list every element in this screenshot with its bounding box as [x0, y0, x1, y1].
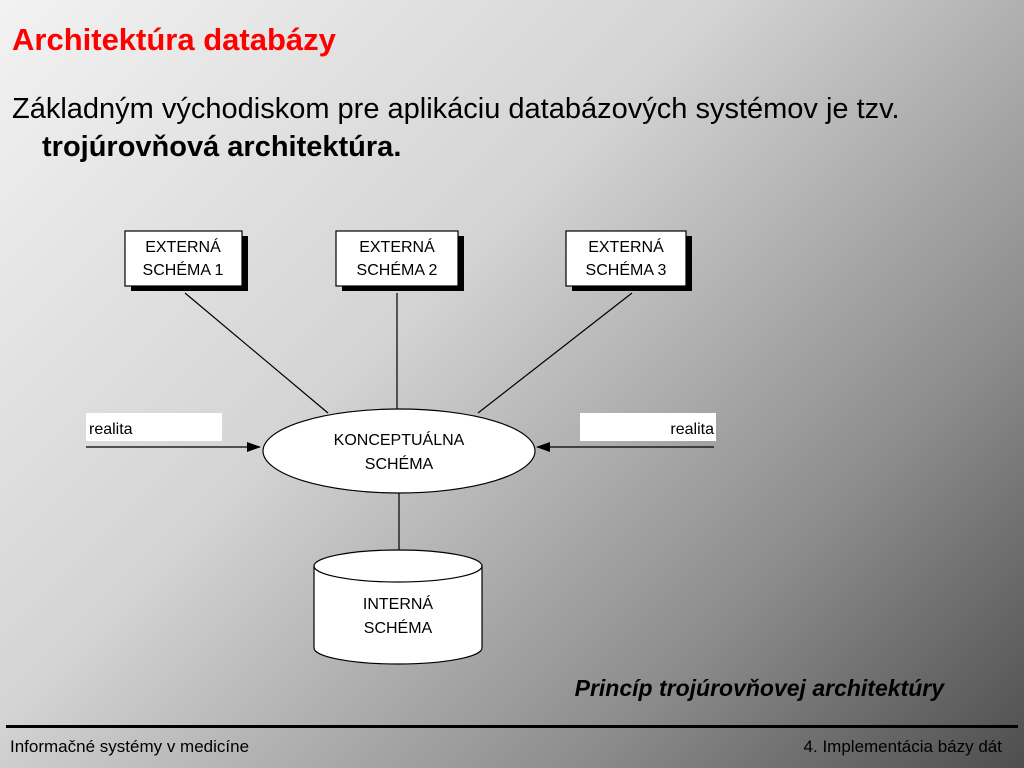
external-schema-3: EXTERNÁ SCHÉMA 3	[565, 230, 692, 291]
external-schema-1: EXTERNÁ SCHÉMA 1	[124, 230, 248, 291]
external-schema-1-line1: EXTERNÁ	[145, 237, 221, 256]
reality-label-left: realita	[86, 413, 222, 441]
reality-label-right: realita	[580, 413, 716, 441]
connector-external-3	[477, 292, 633, 414]
connector-external-1	[184, 292, 329, 414]
internal-schema: INTERNÁ SCHÉMA	[313, 549, 483, 665]
external-schema-3-line2: SCHÉMA 3	[586, 260, 667, 279]
conceptual-schema-line1: KONCEPTUÁLNA	[334, 430, 465, 449]
footer-chapter-name: 4. Implementácia bázy dát	[803, 737, 1002, 756]
footer-divider	[6, 725, 1018, 728]
conceptual-schema-line2: SCHÉMA	[365, 454, 434, 473]
slide-title: Architektúra databázy	[12, 22, 336, 57]
body-text: Základným východiskom pre aplikáciu data…	[12, 90, 1024, 166]
external-schema-2: EXTERNÁ SCHÉMA 2	[335, 230, 464, 291]
diagram-caption: Princíp trojúrovňovej architektúry	[574, 675, 944, 701]
external-schema-2-line2: SCHÉMA 2	[357, 260, 438, 279]
conceptual-schema: KONCEPTUÁLNA SCHÉMA	[262, 408, 536, 494]
internal-schema-line1: INTERNÁ	[363, 594, 434, 613]
external-schema-1-line2: SCHÉMA 1	[143, 260, 224, 279]
internal-schema-line2: SCHÉMA	[364, 618, 433, 637]
body-text-bold: trojúrovňová architektúra.	[42, 131, 402, 163]
reality-left-text: realita	[89, 421, 133, 438]
reality-right-text: realita	[670, 421, 714, 438]
footer-course-name: Informačné systémy v medicíne	[10, 737, 250, 756]
external-schema-2-line1: EXTERNÁ	[359, 237, 435, 256]
body-text-regular: Základným východiskom pre aplikáciu data…	[12, 93, 900, 125]
external-schema-3-line1: EXTERNÁ	[588, 237, 664, 256]
